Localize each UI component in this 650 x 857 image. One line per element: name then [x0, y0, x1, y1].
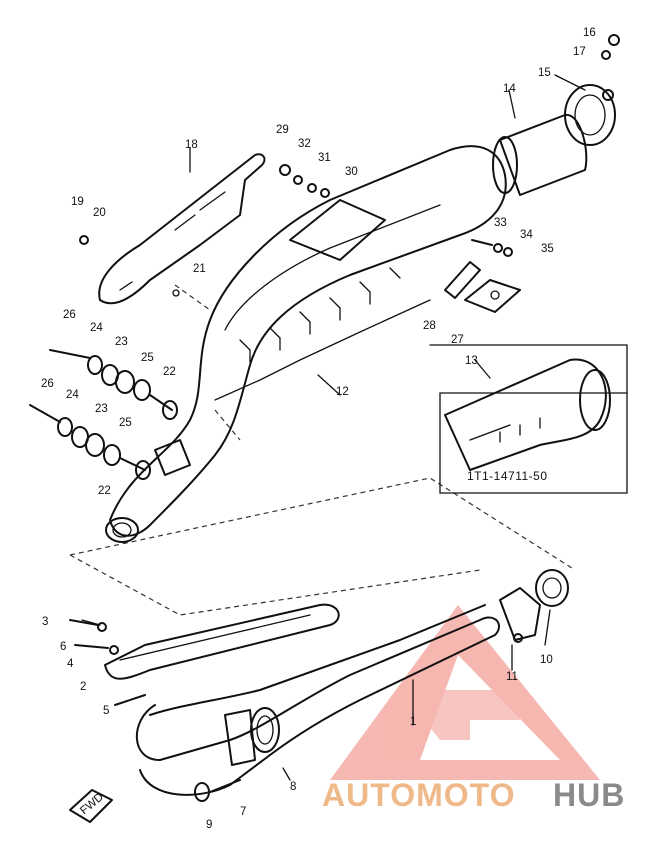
callout-11: 11: [506, 671, 518, 683]
watermark-text-hub: HUB: [553, 777, 625, 813]
callout-32: 32: [298, 138, 311, 150]
callout-3: 3: [42, 616, 48, 628]
callout-2: 2: [80, 681, 86, 693]
callout-4: 4: [67, 658, 74, 670]
callout-20: 20: [93, 207, 106, 219]
callout-7: 7: [240, 806, 246, 818]
callout-12: 12: [336, 386, 349, 398]
callout-26a: 26: [63, 309, 76, 321]
callout-18: 18: [185, 139, 198, 151]
callout-28: 28: [423, 320, 436, 332]
callout-26b: 26: [41, 378, 54, 390]
callout-14: 14: [503, 83, 516, 95]
bracket-18: [79, 153, 266, 305]
watermark-text-automoto: AUTOMOTO: [322, 777, 515, 813]
callout-23b: 23: [95, 403, 108, 415]
callout-25b: 25: [119, 417, 132, 429]
callout-27: 27: [451, 334, 464, 346]
callout-34: 34: [520, 229, 533, 241]
callout-24b: 24: [66, 389, 79, 401]
leader-lines: [81, 74, 586, 781]
callout-8: 8: [290, 781, 296, 793]
callout-24a: 24: [90, 322, 103, 334]
joint-pieces: [499, 569, 569, 643]
callout-22b: 22: [98, 485, 111, 497]
muffler-body: [105, 145, 507, 543]
callout-10: 10: [540, 654, 553, 666]
callout-30: 30: [345, 166, 358, 178]
header-pipe: [135, 604, 500, 796]
callout-33: 33: [494, 217, 507, 229]
mount-hardware: [29, 349, 178, 480]
callout-25a: 25: [141, 352, 154, 364]
watermark-logo: [330, 605, 600, 780]
callout-13: 13: [465, 355, 478, 367]
heat-guard: [104, 603, 340, 680]
callout-21: 21: [193, 263, 206, 275]
fwd-arrow: FWD: [69, 789, 113, 823]
callout-17: 17: [573, 46, 586, 58]
callout-16: 16: [583, 27, 596, 39]
callout-31: 31: [318, 152, 331, 164]
callout-29: 29: [276, 124, 289, 136]
inset-box: [429, 344, 628, 494]
watermark-text: AUTOMOTO HUB: [322, 777, 625, 813]
callout-15: 15: [538, 67, 551, 79]
callout-labels: 1 2 3 4 5 6 7 8 9 10 11 12 13 14 15 16 1…: [41, 27, 596, 831]
fasteners-right: [279, 164, 521, 313]
callout-1: 1: [410, 716, 416, 728]
assembly-guide-lines: [69, 284, 576, 616]
callout-22a: 22: [163, 366, 176, 378]
callout-9: 9: [206, 819, 212, 831]
inset-part-number: 1T1-14711-50: [467, 469, 548, 483]
silencer-assembly: [492, 34, 620, 196]
fasteners-lower: [69, 619, 241, 802]
callout-6: 6: [60, 641, 66, 653]
callout-35: 35: [541, 243, 554, 255]
callout-23a: 23: [115, 336, 128, 348]
callout-5: 5: [103, 705, 109, 717]
callout-19: 19: [71, 196, 84, 208]
